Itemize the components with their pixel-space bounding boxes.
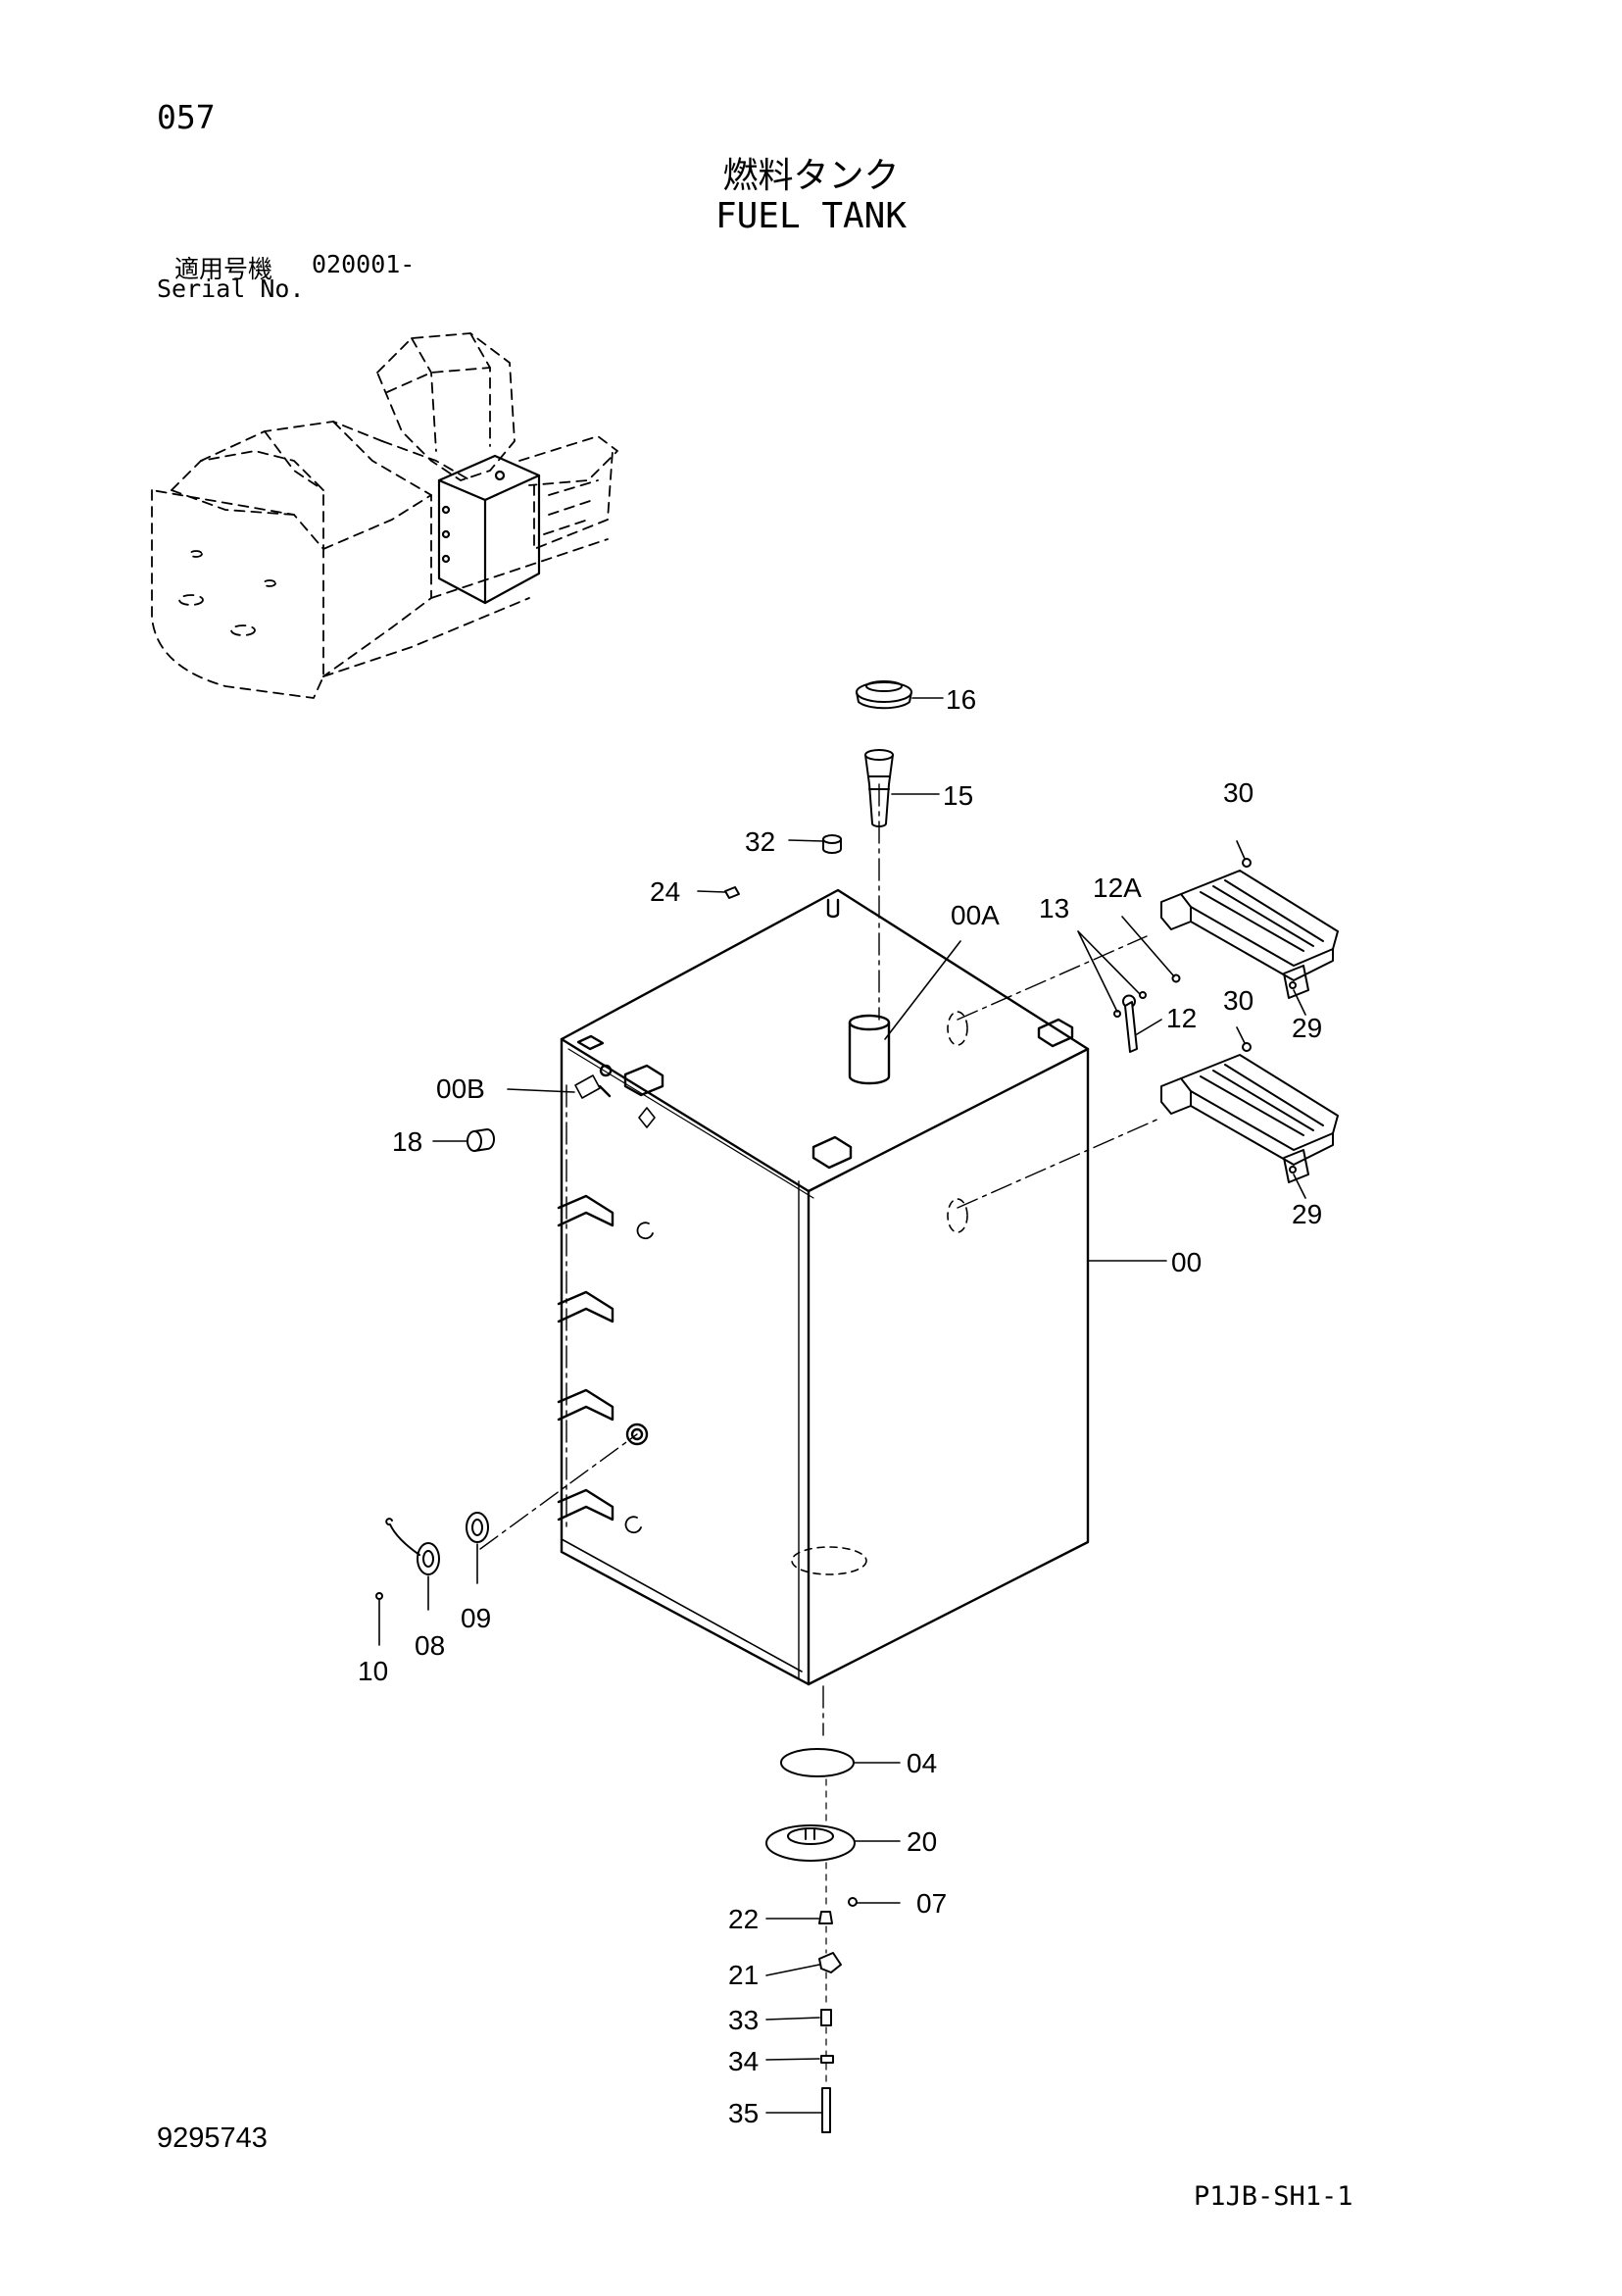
label-part-07: 07	[916, 1888, 947, 1919]
label-part-18: 18	[392, 1126, 422, 1157]
page-number: 057	[157, 98, 216, 136]
label-part-10: 10	[358, 1656, 388, 1686]
part-29-step-upper	[1160, 870, 1339, 999]
label-part-04: 04	[907, 1748, 937, 1778]
part-35-hose	[821, 2087, 831, 2133]
part-33-fitting	[820, 2009, 832, 2026]
part-04-o-ring	[780, 1748, 855, 1777]
label-part-15: 15	[943, 780, 973, 811]
label-part-09: 09	[461, 1603, 491, 1633]
label-part-08: 08	[415, 1630, 445, 1661]
machine-overview-sketch	[151, 332, 618, 699]
label-part-12a: 12A	[1093, 873, 1142, 903]
part-08-sender	[385, 1518, 440, 1575]
document-number: 9295743	[157, 2122, 268, 2154]
sheet-id: P1JB-SH1-1	[1194, 2181, 1353, 2212]
part-18-plug	[467, 1128, 495, 1152]
label-part-20: 20	[907, 1826, 937, 1857]
label-part-22: 22	[728, 1904, 759, 1934]
label-part-16: 16	[946, 684, 976, 715]
part-21-valve	[818, 1952, 842, 1973]
title-japanese: 燃料タンク	[722, 156, 900, 196]
part-20-cover	[765, 1824, 856, 1862]
serial-range: 020001-	[312, 250, 416, 278]
label-part-33: 33	[728, 2005, 759, 2035]
label-part-30-lower: 30	[1223, 985, 1253, 1016]
part-22-fitting	[818, 1911, 833, 1924]
label-part-34: 34	[728, 2046, 759, 2076]
center-lines	[479, 783, 1162, 1736]
part-13-bolt	[1139, 991, 1147, 999]
label-part-24: 24	[650, 876, 680, 907]
part-30-bolt	[1242, 1042, 1252, 1052]
part-15-strainer	[864, 749, 894, 827]
leader-lines	[378, 697, 1306, 2114]
label-part-00b: 00B	[436, 1073, 485, 1104]
serial-label-english: Serial No.	[157, 275, 305, 303]
overview-fuel-tank-highlight	[437, 454, 541, 605]
part-29-step-lower	[1160, 1054, 1339, 1183]
label-part-29-lower: 29	[1292, 1199, 1322, 1229]
hidden-openings	[791, 1011, 968, 1575]
serial-label-japanese: 適用号機	[174, 255, 273, 283]
part-16-cap	[856, 680, 912, 710]
part-24-plug	[724, 886, 740, 899]
part-12a-nut	[1171, 973, 1181, 983]
part-32-cap	[822, 834, 842, 854]
part-labels: 16 15 32 24 00A 13 12A 30 12 30 29 29 00…	[358, 684, 1322, 2128]
part-10-screw	[375, 1592, 383, 1600]
part-30-bolt	[1242, 858, 1252, 868]
part-34-clamp	[820, 2055, 834, 2064]
label-part-12: 12	[1166, 1003, 1197, 1033]
label-part-21: 21	[728, 1960, 759, 1990]
label-part-29-upper: 29	[1292, 1013, 1322, 1043]
title-english: FUEL TANK	[714, 196, 908, 236]
label-part-32: 32	[745, 826, 775, 857]
label-part-30-upper: 30	[1223, 777, 1253, 808]
label-part-00a: 00A	[951, 900, 1000, 930]
label-part-13: 13	[1039, 893, 1069, 923]
part-07-bolt	[848, 1897, 858, 1907]
part-09-gasket	[466, 1512, 489, 1543]
label-part-35: 35	[728, 2098, 759, 2128]
fuel-tank-body	[557, 888, 1090, 1686]
part-12-plate	[1122, 994, 1138, 1053]
label-part-00: 00	[1171, 1247, 1202, 1277]
